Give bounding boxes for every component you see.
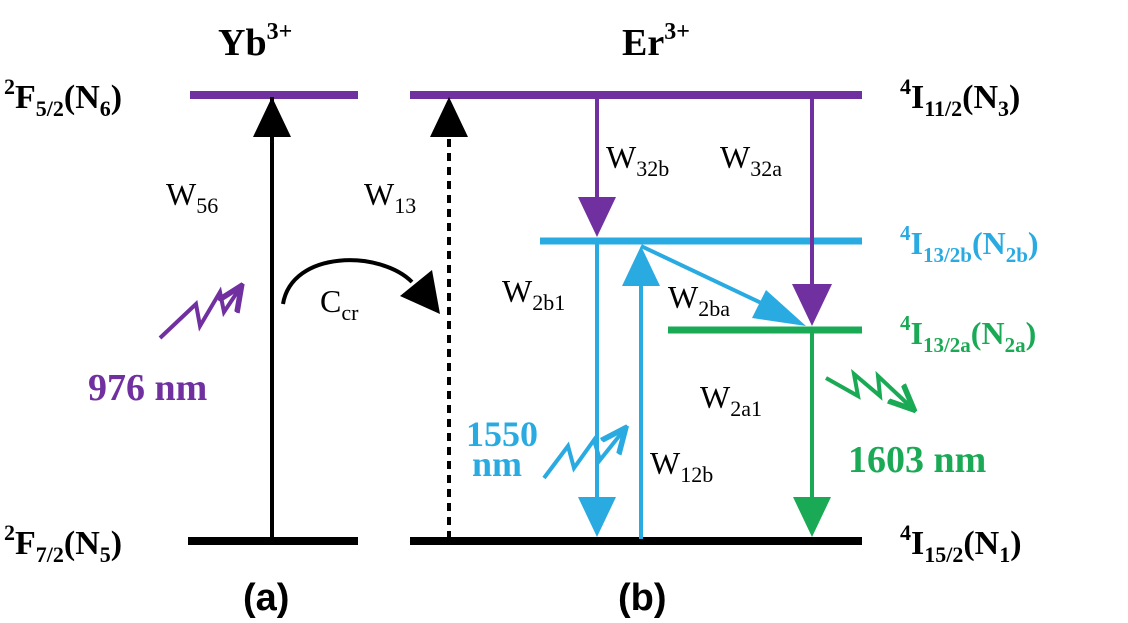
er-species-label: Er3+ (622, 19, 690, 64)
w13-label: W13 (364, 176, 416, 218)
er-n1-level-label: 4I15/2(N1) (900, 520, 1022, 567)
emission-1550-unit: nm (472, 444, 522, 484)
emission-1550-value: 1550 (466, 414, 538, 454)
w32b-arrowhead (578, 197, 616, 237)
w13-arrowhead (430, 97, 468, 137)
er-n3-level-label: 4I11/2(N3) (900, 74, 1020, 121)
w2ba-arrow (640, 244, 777, 312)
ccr-label: Ccr (320, 283, 359, 325)
w2ba-label: W2ba (668, 279, 730, 321)
w2a1-arrowhead (793, 497, 831, 537)
pump-wavelength-label: 976 nm (88, 367, 207, 409)
w32b-label: W32b (606, 139, 669, 181)
w32a-label: W32a (720, 139, 782, 181)
w2a1-label: W2a1 (700, 379, 762, 421)
w2ba-arrowhead (752, 290, 806, 326)
ccr-arrowhead (400, 270, 440, 314)
panel-a-label: (a) (243, 577, 289, 619)
yb-species-label: Yb3+ (218, 19, 292, 64)
er-n2a-level-label: 4I13/2a(N2a) (900, 311, 1036, 357)
w12b-label: W12b (650, 445, 713, 487)
w12b-arrowhead (622, 246, 660, 286)
yb-upper-level-label: 2F5/2(N6) (4, 74, 122, 121)
er-n2b-level-label: 4I13/2b(N2b) (900, 221, 1039, 267)
w32a-arrowhead (792, 284, 832, 326)
w2b1-label: W2b1 (502, 273, 565, 315)
w56-label: W56 (166, 176, 218, 218)
emission-1603-photon-squiggle-icon (825, 368, 912, 408)
panel-b-label: (b) (618, 577, 667, 619)
emission-1550-photon-squiggle-icon (542, 430, 624, 480)
w2b1-arrowhead (578, 497, 616, 537)
ccr-curved-arrow (281, 258, 414, 305)
yb-lower-level-label: 2F7/2(N5) (4, 520, 122, 567)
w56-arrowhead (253, 97, 291, 137)
pump-photon-squiggle-icon (158, 288, 240, 340)
emission-1603-label: 1603 nm (848, 439, 986, 481)
